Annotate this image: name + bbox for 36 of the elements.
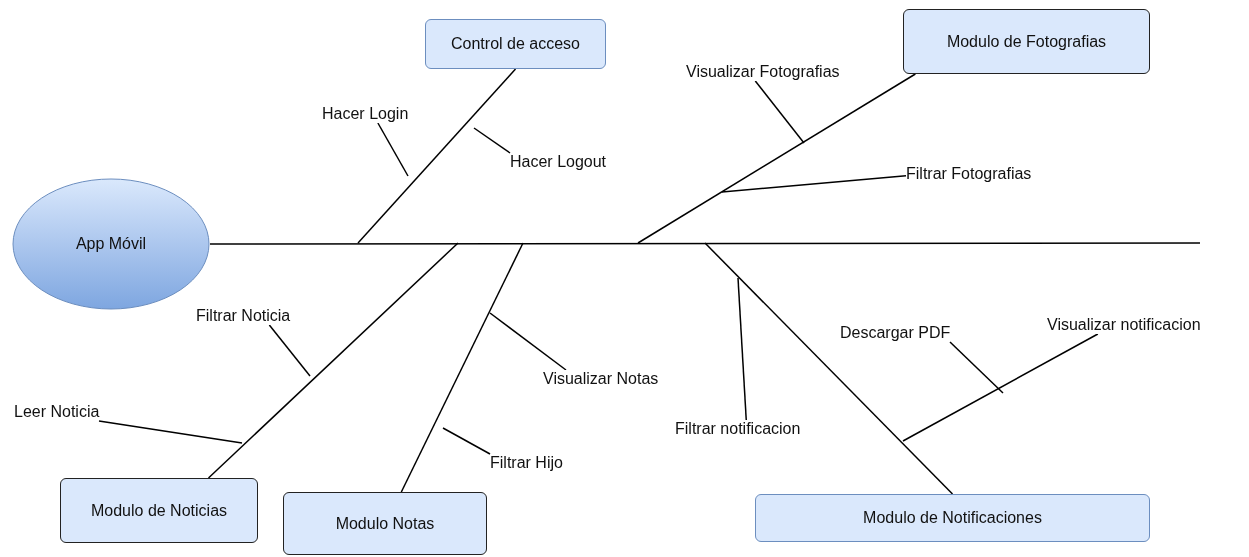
box-label: Modulo de Notificaciones: [863, 509, 1042, 527]
category-box: [903, 9, 1150, 74]
box-label: Modulo de Fotografias: [946, 32, 1107, 51]
cause-label: Filtrar Noticia: [196, 307, 291, 325]
box-label: Modulo de Noticias: [90, 501, 228, 520]
branch-line: [721, 175, 907, 193]
bone-line: [704, 242, 954, 495]
branch-line: [489, 312, 567, 371]
branch-line: [98, 420, 243, 444]
bone-line: [357, 68, 517, 244]
branch-line: [754, 80, 805, 144]
branch-line: [902, 333, 1099, 442]
category-box: [60, 478, 258, 543]
category-box: [283, 492, 487, 555]
box-label: Modulo Notas: [335, 514, 435, 533]
bone-line: [207, 242, 459, 479]
cause-label: Hacer Login: [322, 105, 409, 123]
bone-line: [637, 73, 917, 244]
cause-label: Filtrar Fotografias: [906, 165, 1032, 183]
branch-line: [949, 341, 1004, 394]
category-box: [425, 19, 606, 69]
branch-line: [442, 427, 491, 455]
cause-label: Descargar PDF: [840, 324, 951, 342]
cause-label: Filtrar Hijo: [490, 454, 563, 472]
node-label: App Móvil: [75, 235, 147, 253]
category-box: [755, 494, 1150, 542]
branch-line: [268, 324, 311, 377]
branch-line: [377, 122, 409, 177]
branch-line: [737, 277, 747, 421]
cause-label: Visualizar notificacion: [1047, 316, 1201, 334]
box-label: Control de acceso: [451, 35, 580, 53]
cause-label: Visualizar Fotografias: [686, 63, 840, 81]
spine-line: [209, 242, 1201, 245]
branch-line: [473, 127, 511, 154]
bone-line: [400, 242, 524, 493]
cause-label: Hacer Logout: [510, 153, 607, 171]
